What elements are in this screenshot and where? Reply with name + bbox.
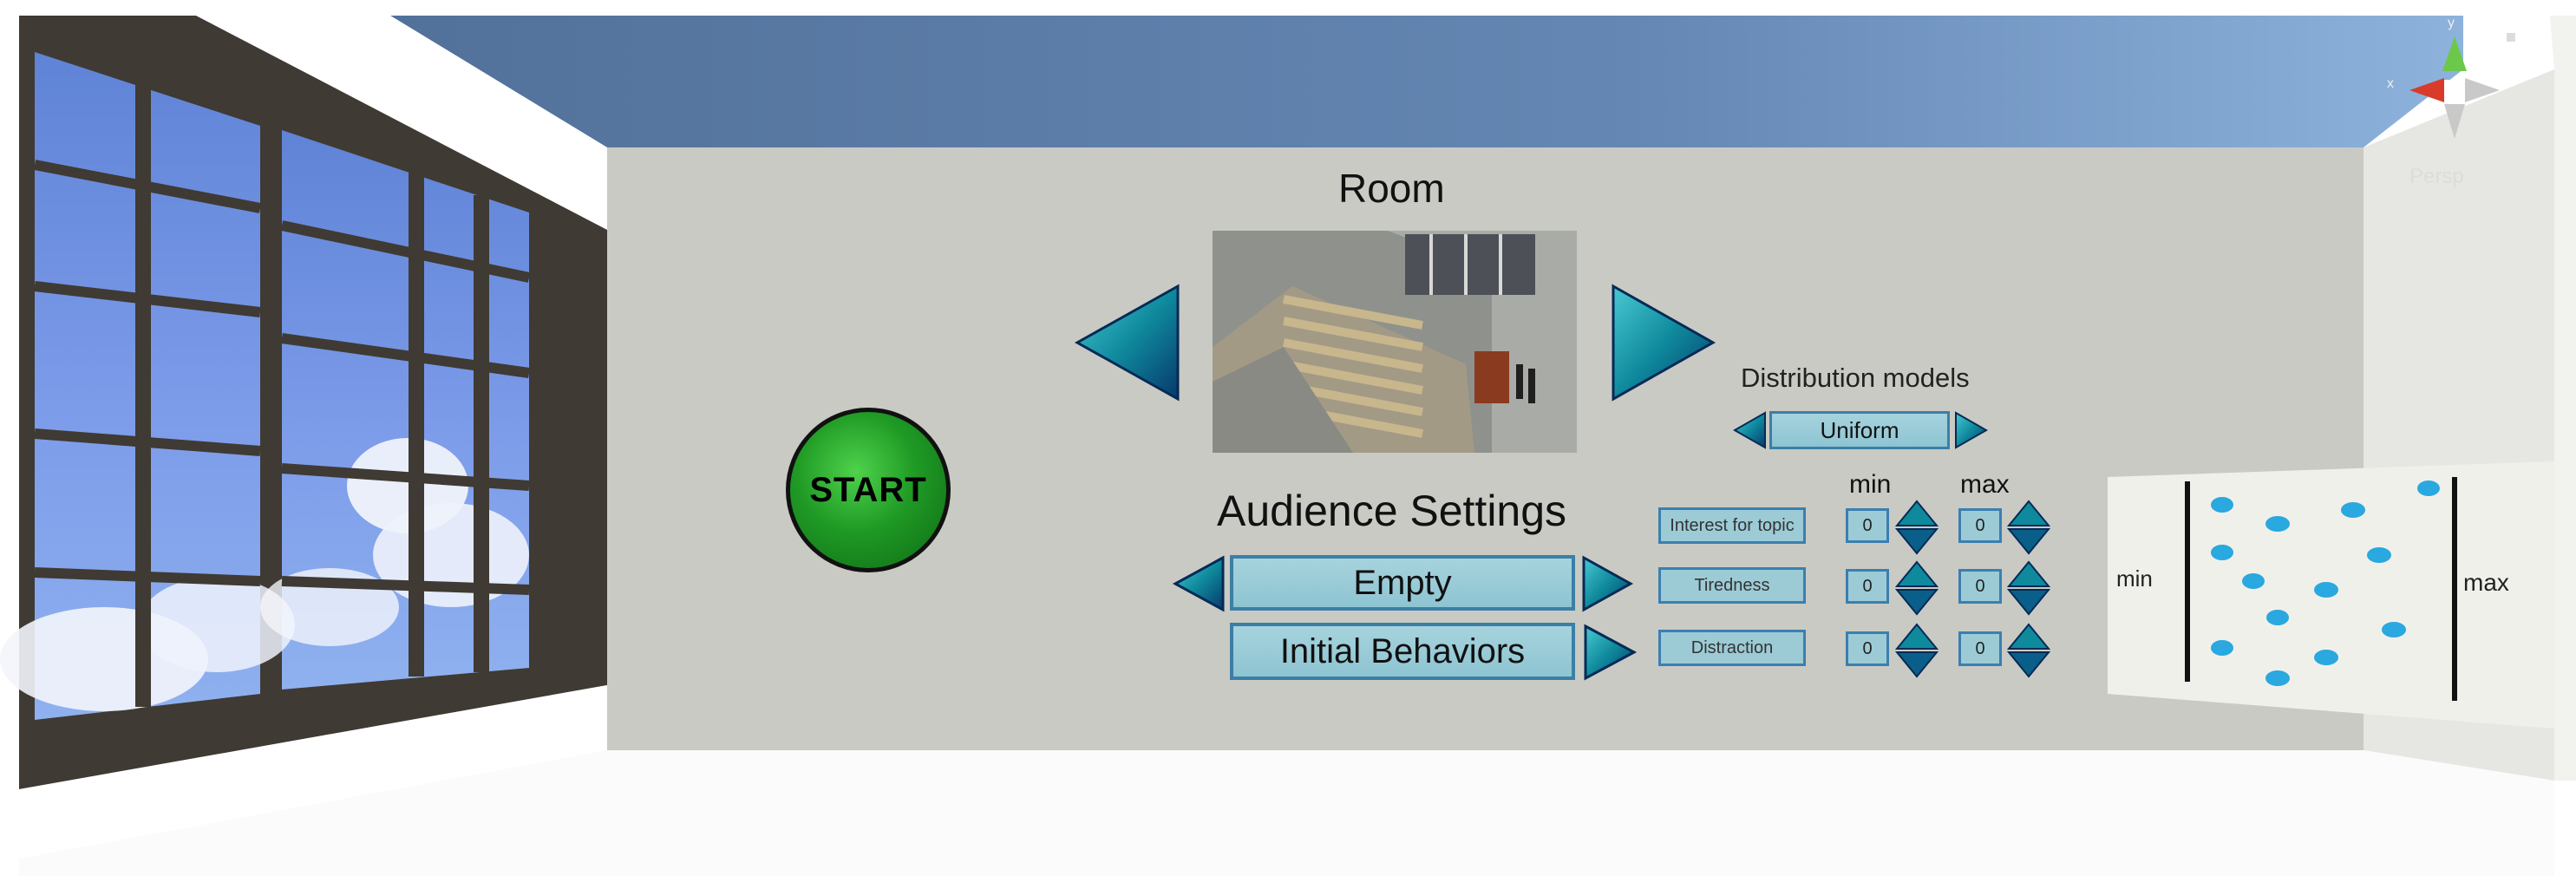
- room-title: Room: [1338, 166, 1445, 211]
- chart-dot: [2265, 670, 2290, 686]
- tiredness-max-stepper[interactable]: [2007, 560, 2050, 616]
- distraction-max-field[interactable]: 0: [1958, 631, 2002, 666]
- chart-min-label: min: [2116, 565, 2153, 592]
- chart-dot: [2211, 545, 2233, 560]
- tiredness-max-field[interactable]: 0: [1958, 569, 2002, 604]
- chart-dot: [2211, 497, 2233, 513]
- distribution-next-arrow[interactable]: [1955, 411, 1989, 449]
- chart-dot: [2367, 547, 2391, 563]
- audience-next-arrow[interactable]: [1582, 555, 1634, 612]
- distribution-prev-arrow[interactable]: [1732, 411, 1766, 449]
- distribution-chart: [2108, 461, 2554, 729]
- chart-dot: [2341, 502, 2365, 518]
- min-header: min: [1849, 470, 1892, 499]
- room-next-arrow[interactable]: [1612, 284, 1716, 402]
- chart-dot: [2417, 480, 2440, 496]
- audience-preset-selector[interactable]: Empty: [1230, 555, 1575, 611]
- chart-dot: [2314, 650, 2338, 665]
- chart-dot: [2314, 582, 2338, 598]
- chart-dot: [2242, 573, 2265, 589]
- start-label: START: [809, 470, 927, 509]
- chart-max-label: max: [2463, 569, 2509, 596]
- gizmo-x-label: x: [2387, 76, 2394, 91]
- initial-behaviors-selector[interactable]: Initial Behaviors: [1230, 623, 1575, 680]
- interest-max-field[interactable]: 0: [1958, 508, 2002, 543]
- chart-dot: [2266, 610, 2289, 625]
- projection-label[interactable]: Persp: [2409, 165, 2464, 188]
- distraction-max-stepper[interactable]: [2007, 623, 2050, 678]
- distraction-min-field[interactable]: 0: [1846, 631, 1889, 666]
- param-label: Interest for topic: [1658, 507, 1806, 544]
- distribution-value[interactable]: Uniform: [1769, 411, 1950, 449]
- distribution-label: Distribution models: [1741, 363, 1970, 393]
- tiredness-min-field[interactable]: 0: [1846, 569, 1889, 604]
- start-button[interactable]: START: [786, 408, 951, 572]
- chart-dot: [2265, 516, 2290, 532]
- interest-max-stepper[interactable]: [2007, 500, 2050, 555]
- interest-min-stepper[interactable]: [1895, 500, 1939, 555]
- gizmo-y-label: y: [2448, 16, 2455, 30]
- scene-gizmo[interactable]: [2409, 33, 2515, 139]
- max-header: max: [1960, 470, 2010, 499]
- chart-dot: [2382, 622, 2406, 637]
- audience-prev-arrow[interactable]: [1172, 555, 1225, 612]
- param-label: Distraction: [1658, 630, 1806, 666]
- distraction-min-stepper[interactable]: [1895, 623, 1939, 678]
- interest-min-field[interactable]: 0: [1846, 508, 1889, 543]
- room-preview: [1213, 231, 1577, 453]
- tiredness-min-stepper[interactable]: [1895, 560, 1939, 616]
- room-prev-arrow[interactable]: [1074, 284, 1180, 402]
- audience-settings-title: Audience Settings: [1217, 487, 1567, 535]
- behaviors-next-arrow[interactable]: [1584, 624, 1638, 681]
- chart-dot: [2211, 640, 2233, 656]
- param-label: Tiredness: [1658, 567, 1806, 604]
